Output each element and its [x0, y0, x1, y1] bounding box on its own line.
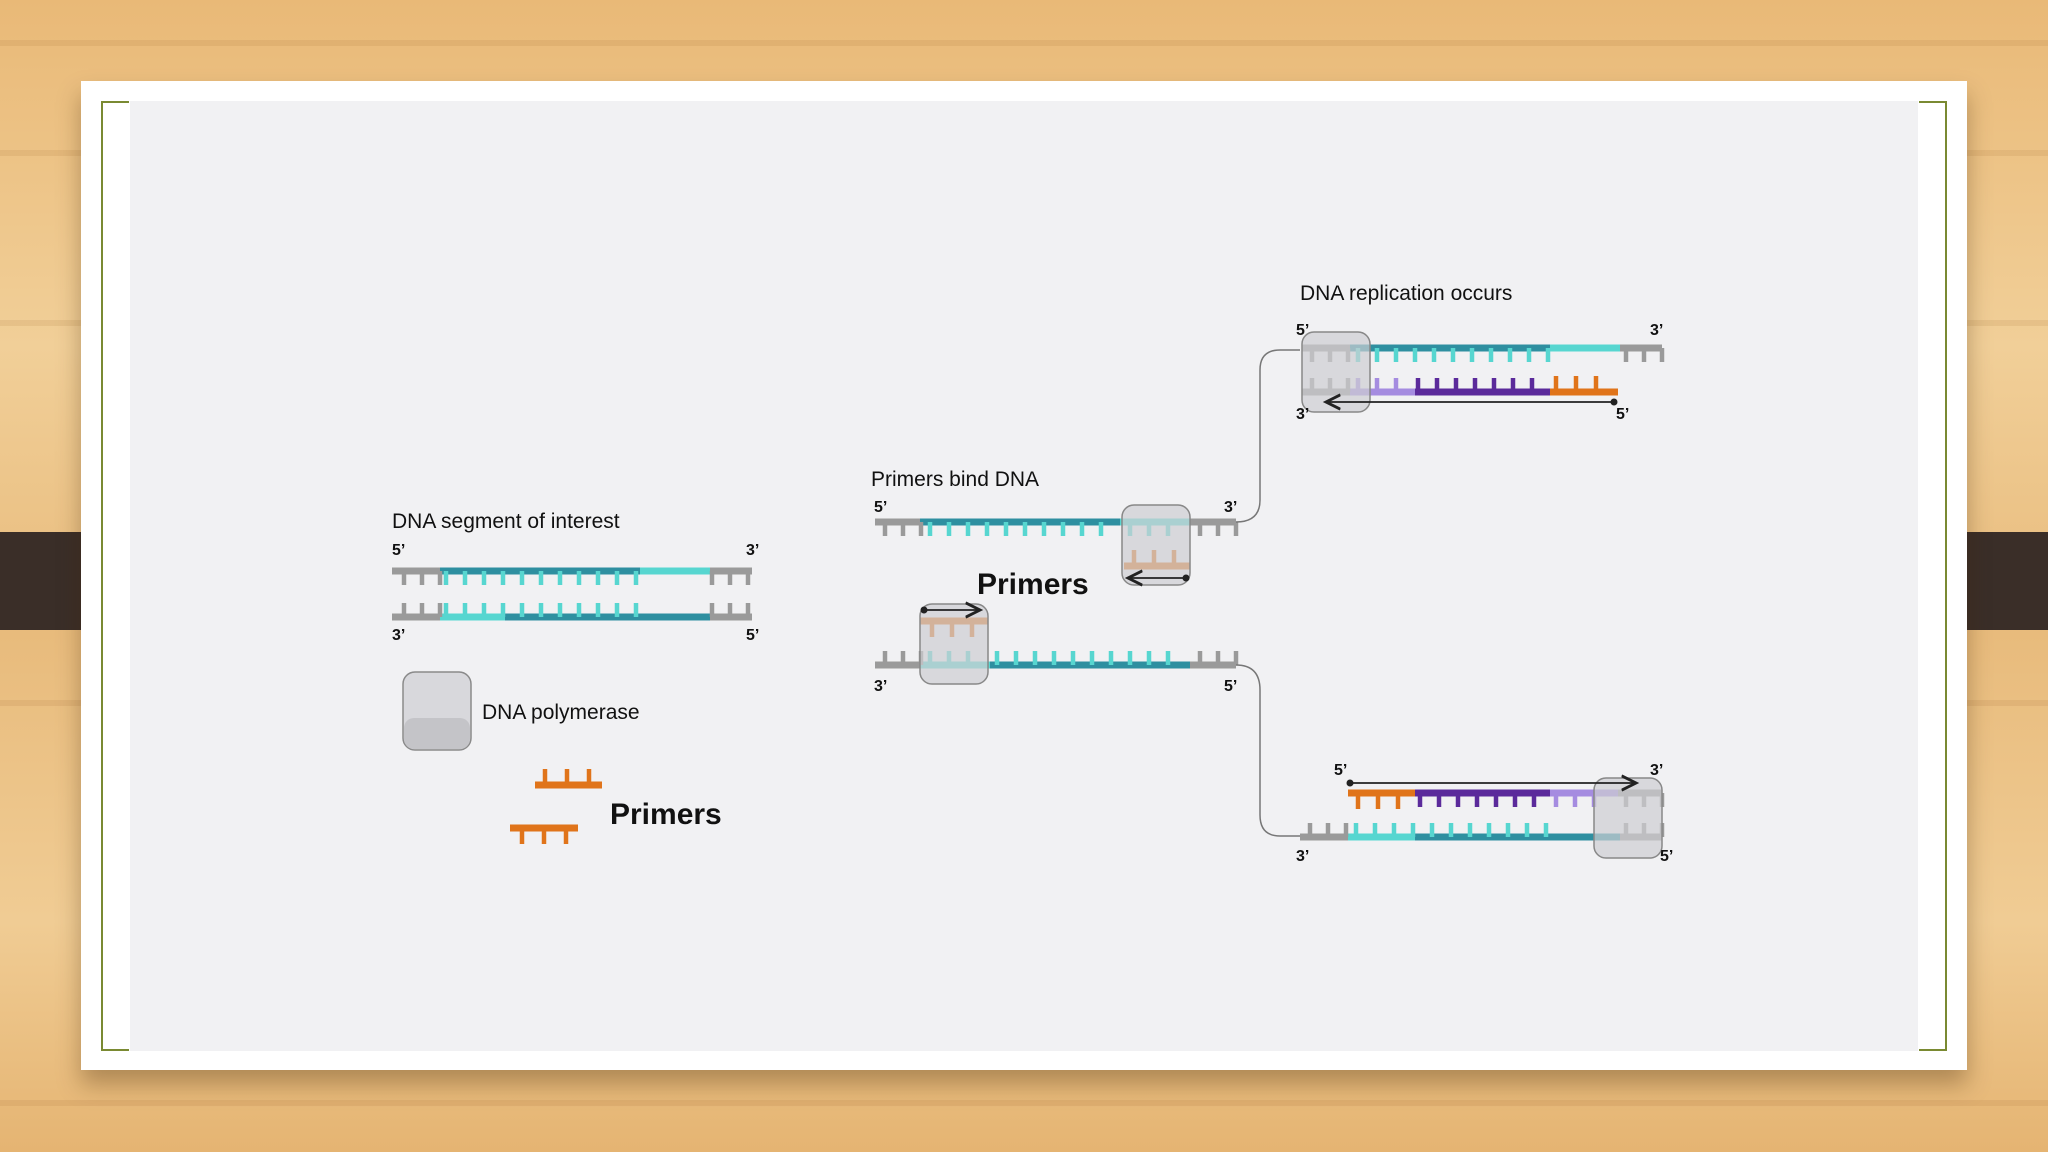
- arrow-origin-dot: [920, 606, 928, 614]
- connector-line: [1235, 349, 1300, 523]
- frame-corner-br: [1919, 1049, 1947, 1051]
- bind-title: Primers bind DNA: [871, 468, 1040, 491]
- frame-corner-bl: [101, 1049, 129, 1051]
- arrow-origin-dot: [1182, 574, 1190, 582]
- frame-left: [101, 101, 103, 1051]
- primers-label-left: Primers: [610, 798, 722, 831]
- polymerase-block-icon: [1593, 777, 1663, 859]
- end-label: 5’: [1224, 678, 1238, 695]
- polymerase-block-icon: [1301, 331, 1371, 413]
- frame-corner-tl: [101, 101, 129, 103]
- end-label: 5’: [1296, 322, 1310, 339]
- end-label: 3’: [1296, 848, 1310, 865]
- polymerase-label: DNA polymerase: [482, 701, 640, 724]
- end-label: 3’: [1650, 762, 1664, 779]
- end-label: 3’: [1224, 499, 1238, 516]
- segment-title: DNA segment of interest: [392, 510, 620, 533]
- replication-title: DNA replication occurs: [1300, 282, 1513, 305]
- end-label: 5’: [1660, 848, 1674, 865]
- end-label: 3’: [1296, 406, 1310, 423]
- end-label: 5’: [874, 499, 888, 516]
- frame-right: [1945, 101, 1947, 1051]
- end-label: 5’: [1334, 762, 1348, 779]
- primers-label-mid: Primers: [977, 568, 1089, 601]
- arrow-origin-dot: [1610, 398, 1618, 406]
- end-label: 3’: [1650, 322, 1664, 339]
- polymerase-block-icon: [1121, 504, 1191, 586]
- end-label: 5’: [1616, 406, 1630, 423]
- frame-corner-tr: [1919, 101, 1947, 103]
- polymerase-block-icon: [919, 603, 989, 685]
- end-label: 5’: [392, 542, 406, 559]
- content-panel: [130, 101, 1918, 1051]
- connector-line: [1235, 664, 1300, 837]
- polymerase-shade: [404, 718, 470, 749]
- end-label: 3’: [874, 678, 888, 695]
- arrow-origin-dot: [1346, 779, 1354, 787]
- end-label: 3’: [392, 627, 406, 644]
- end-label: 5’: [746, 627, 760, 644]
- end-label: 3’: [746, 542, 760, 559]
